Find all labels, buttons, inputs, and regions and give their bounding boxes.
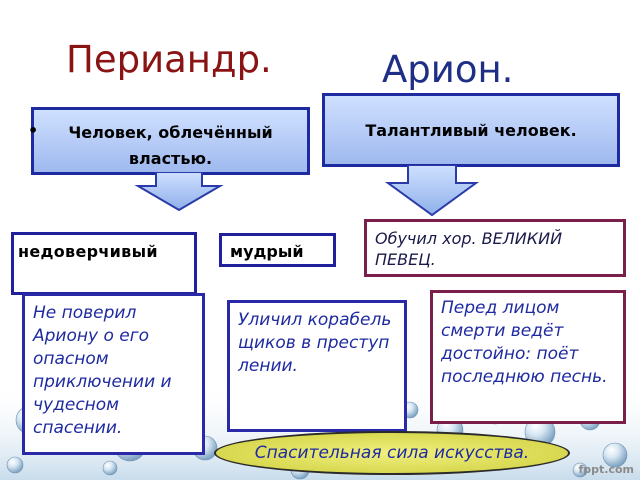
detail-did-not-believe-text: Не поверил Ариону о его опасном приключе… xyxy=(33,303,172,438)
trait-wise-text: мудрый xyxy=(230,242,304,261)
bullet-icon: • xyxy=(28,121,39,140)
arrow-down-icon xyxy=(384,165,480,217)
trait-wise-box: мудрый xyxy=(219,233,336,267)
trait-distrustful-box: недоверчивый xyxy=(11,232,197,295)
title-periander: Периандр. xyxy=(66,38,272,81)
periander-description-text: Человек, облечённый властью. xyxy=(68,123,273,168)
periander-description-box: • Человек, облечённый властью. xyxy=(28,107,310,175)
trait-distrustful-text: недоверчивый xyxy=(18,242,158,261)
arion-description-box: Талантливый человек. xyxy=(322,93,620,167)
detail-before-death-box: Перед лицом смерти ведёт достойно: поёт … xyxy=(430,290,626,424)
detail-before-death-text: Перед лицом смерти ведёт достойно: поёт … xyxy=(441,298,608,387)
watermark-logo: fppt.com xyxy=(578,463,634,476)
detail-exposed-sailors-text: Уличил корабельщиков в преступлении. xyxy=(238,310,392,376)
detail-trained-choir-box: Обучил хор. ВЕЛИКИЙ ПЕВЕЦ. xyxy=(364,219,626,277)
arion-description-text: Талантливый человек. xyxy=(365,120,577,140)
detail-trained-choir-text: Обучил хор. ВЕЛИКИЙ ПЕВЕЦ. xyxy=(375,229,563,269)
detail-exposed-sailors-box: Уличил корабельщиков в преступлении. xyxy=(227,300,407,432)
conclusion-oval: Спасительная сила искусства. xyxy=(214,431,570,475)
arrow-down-icon xyxy=(134,172,224,212)
detail-did-not-believe-box: Не поверил Ариону о его опасном приключе… xyxy=(22,293,205,455)
title-arion: Арион. xyxy=(382,48,514,91)
conclusion-text: Спасительная сила искусства. xyxy=(254,443,530,463)
